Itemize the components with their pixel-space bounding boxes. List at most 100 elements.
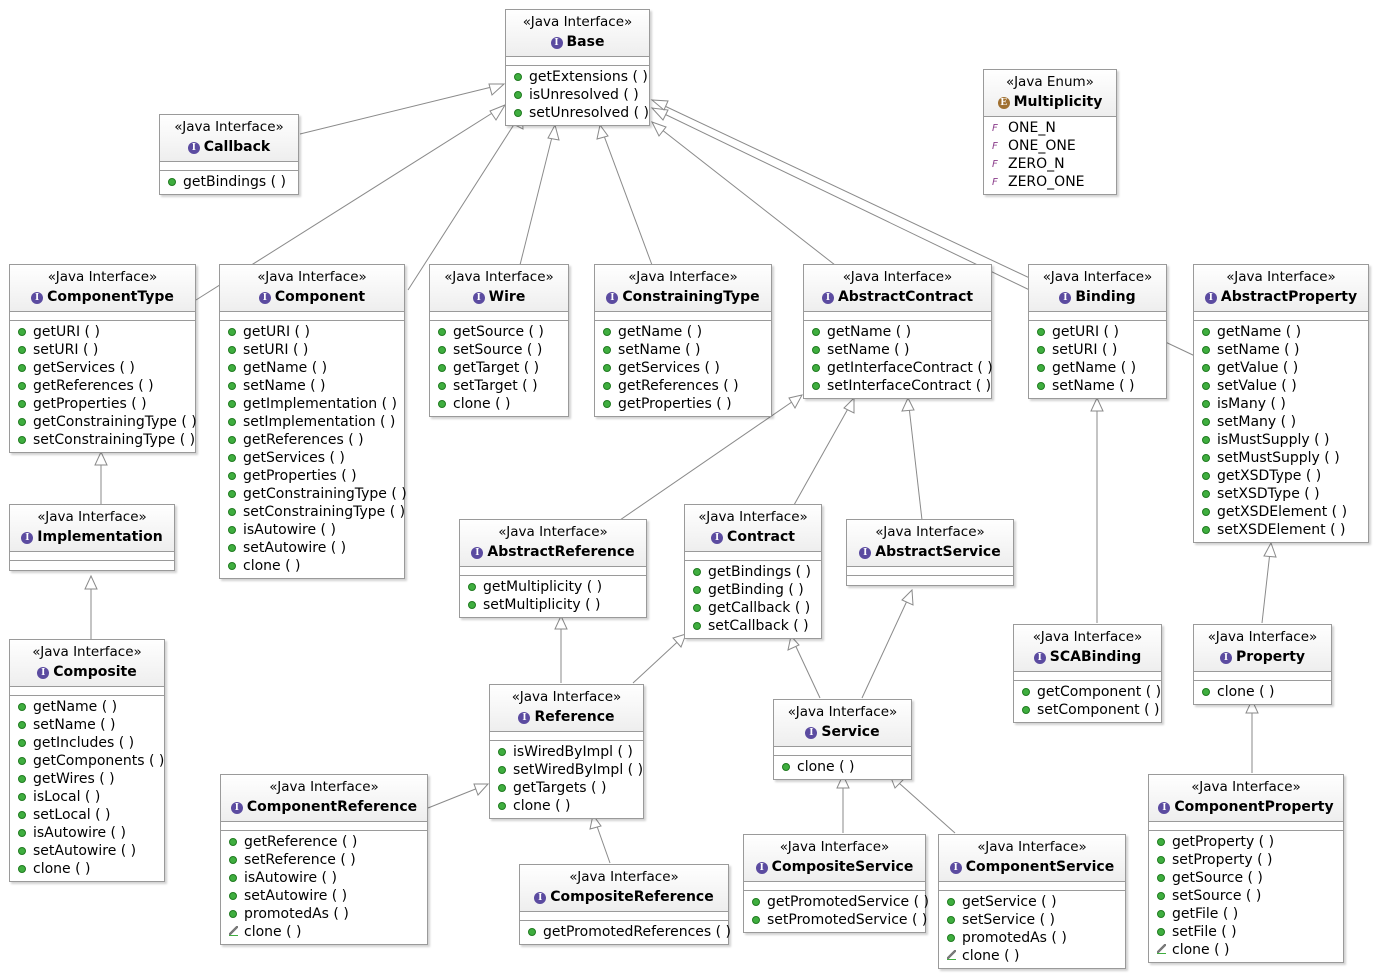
operation[interactable]: promotedAs ( ) <box>221 905 427 923</box>
operation[interactable]: setLocal ( ) <box>10 806 164 824</box>
operation[interactable]: isAutowire ( ) <box>221 869 427 887</box>
operation[interactable]: getComponents ( ) <box>10 752 164 770</box>
operation[interactable]: getURI ( ) <box>220 323 404 341</box>
operation[interactable]: getWires ( ) <box>10 770 164 788</box>
operation[interactable]: setAutowire ( ) <box>220 539 404 557</box>
operation[interactable]: getConstrainingType ( ) <box>220 485 407 503</box>
operation[interactable]: getName ( ) <box>1194 323 1368 341</box>
operation[interactable]: getComponent ( ) <box>1014 683 1161 701</box>
operation[interactable]: isMustSupply ( ) <box>1194 431 1368 449</box>
operation[interactable]: setTarget ( ) <box>430 377 568 395</box>
operation[interactable]: getBindings ( ) <box>160 173 298 191</box>
operation[interactable]: clone ( ) <box>1149 941 1343 959</box>
operation[interactable]: setPromotedService ( ) <box>744 911 927 929</box>
operation[interactable]: setImplementation ( ) <box>220 413 404 431</box>
operation[interactable]: isUnresolved ( ) <box>506 86 649 104</box>
operation[interactable]: setMultiplicity ( ) <box>460 596 646 614</box>
operation[interactable]: getName ( ) <box>1029 359 1166 377</box>
operation[interactable]: isAutowire ( ) <box>10 824 164 842</box>
operation[interactable]: setMany ( ) <box>1194 413 1368 431</box>
operation[interactable]: getName ( ) <box>10 698 164 716</box>
operation[interactable]: promotedAs ( ) <box>939 929 1125 947</box>
operation[interactable]: clone ( ) <box>220 557 404 575</box>
operation[interactable]: getName ( ) <box>595 323 771 341</box>
operation[interactable]: clone ( ) <box>10 860 164 878</box>
operation[interactable]: setName ( ) <box>10 716 164 734</box>
operation[interactable]: setProperty ( ) <box>1149 851 1343 869</box>
operation[interactable]: setSource ( ) <box>1149 887 1343 905</box>
operation[interactable]: clone ( ) <box>430 395 568 413</box>
operation[interactable]: getReferences ( ) <box>595 377 771 395</box>
operation[interactable]: clone ( ) <box>490 797 643 815</box>
operation[interactable]: getServices ( ) <box>595 359 771 377</box>
operation[interactable]: setName ( ) <box>804 341 991 359</box>
operation[interactable]: setMustSupply ( ) <box>1194 449 1368 467</box>
operation[interactable]: getServices ( ) <box>10 359 195 377</box>
operation[interactable]: getXSDType ( ) <box>1194 467 1368 485</box>
operation[interactable]: setInterfaceContract ( ) <box>804 377 991 395</box>
operation[interactable]: getProperties ( ) <box>595 395 771 413</box>
operation[interactable]: setAutowire ( ) <box>221 887 427 905</box>
operation[interactable]: getProperties ( ) <box>220 467 404 485</box>
operation[interactable]: setXSDElement ( ) <box>1194 521 1368 539</box>
operation[interactable]: isWiredByImpl ( ) <box>490 743 643 761</box>
operation[interactable]: getServices ( ) <box>220 449 404 467</box>
operation[interactable]: getExtensions ( ) <box>506 68 649 86</box>
operation[interactable]: setName ( ) <box>595 341 771 359</box>
operation[interactable]: setName ( ) <box>220 377 404 395</box>
operation[interactable]: getName ( ) <box>804 323 991 341</box>
operation[interactable]: getInterfaceContract ( ) <box>804 359 993 377</box>
operation[interactable]: getProperty ( ) <box>1149 833 1343 851</box>
operation[interactable]: setFile ( ) <box>1149 923 1343 941</box>
operation[interactable]: setName ( ) <box>1194 341 1368 359</box>
operation[interactable]: setName ( ) <box>1029 377 1166 395</box>
operation[interactable]: getPromotedReferences ( ) <box>520 923 731 941</box>
operation[interactable]: clone ( ) <box>774 758 911 776</box>
operation[interactable]: getURI ( ) <box>10 323 195 341</box>
operation[interactable]: getCallback ( ) <box>685 599 821 617</box>
operation[interactable]: getURI ( ) <box>1029 323 1166 341</box>
operation[interactable]: getReferences ( ) <box>220 431 404 449</box>
operation[interactable]: setURI ( ) <box>220 341 404 359</box>
operation[interactable]: setCallback ( ) <box>685 617 821 635</box>
operation[interactable]: clone ( ) <box>221 923 427 941</box>
operation[interactable]: setURI ( ) <box>10 341 195 359</box>
operation[interactable]: getSource ( ) <box>430 323 568 341</box>
operation[interactable]: setService ( ) <box>939 911 1125 929</box>
operation[interactable]: getXSDElement ( ) <box>1194 503 1368 521</box>
operation[interactable]: setUnresolved ( ) <box>506 104 649 122</box>
operation[interactable]: isAutowire ( ) <box>220 521 404 539</box>
operation[interactable]: setComponent ( ) <box>1014 701 1161 719</box>
operation[interactable]: getService ( ) <box>939 893 1125 911</box>
operation[interactable]: setValue ( ) <box>1194 377 1368 395</box>
operation[interactable]: clone ( ) <box>939 947 1125 965</box>
operation[interactable]: setXSDType ( ) <box>1194 485 1368 503</box>
operation[interactable]: getReference ( ) <box>221 833 427 851</box>
operation[interactable]: getConstrainingType ( ) <box>10 413 197 431</box>
operation[interactable]: getPromotedService ( ) <box>744 893 929 911</box>
operation[interactable]: getSource ( ) <box>1149 869 1343 887</box>
operation[interactable]: getTargets ( ) <box>490 779 643 797</box>
operation[interactable]: getProperties ( ) <box>10 395 195 413</box>
operation[interactable]: getReferences ( ) <box>10 377 195 395</box>
operation[interactable]: setReference ( ) <box>221 851 427 869</box>
operation[interactable]: getMultiplicity ( ) <box>460 578 646 596</box>
